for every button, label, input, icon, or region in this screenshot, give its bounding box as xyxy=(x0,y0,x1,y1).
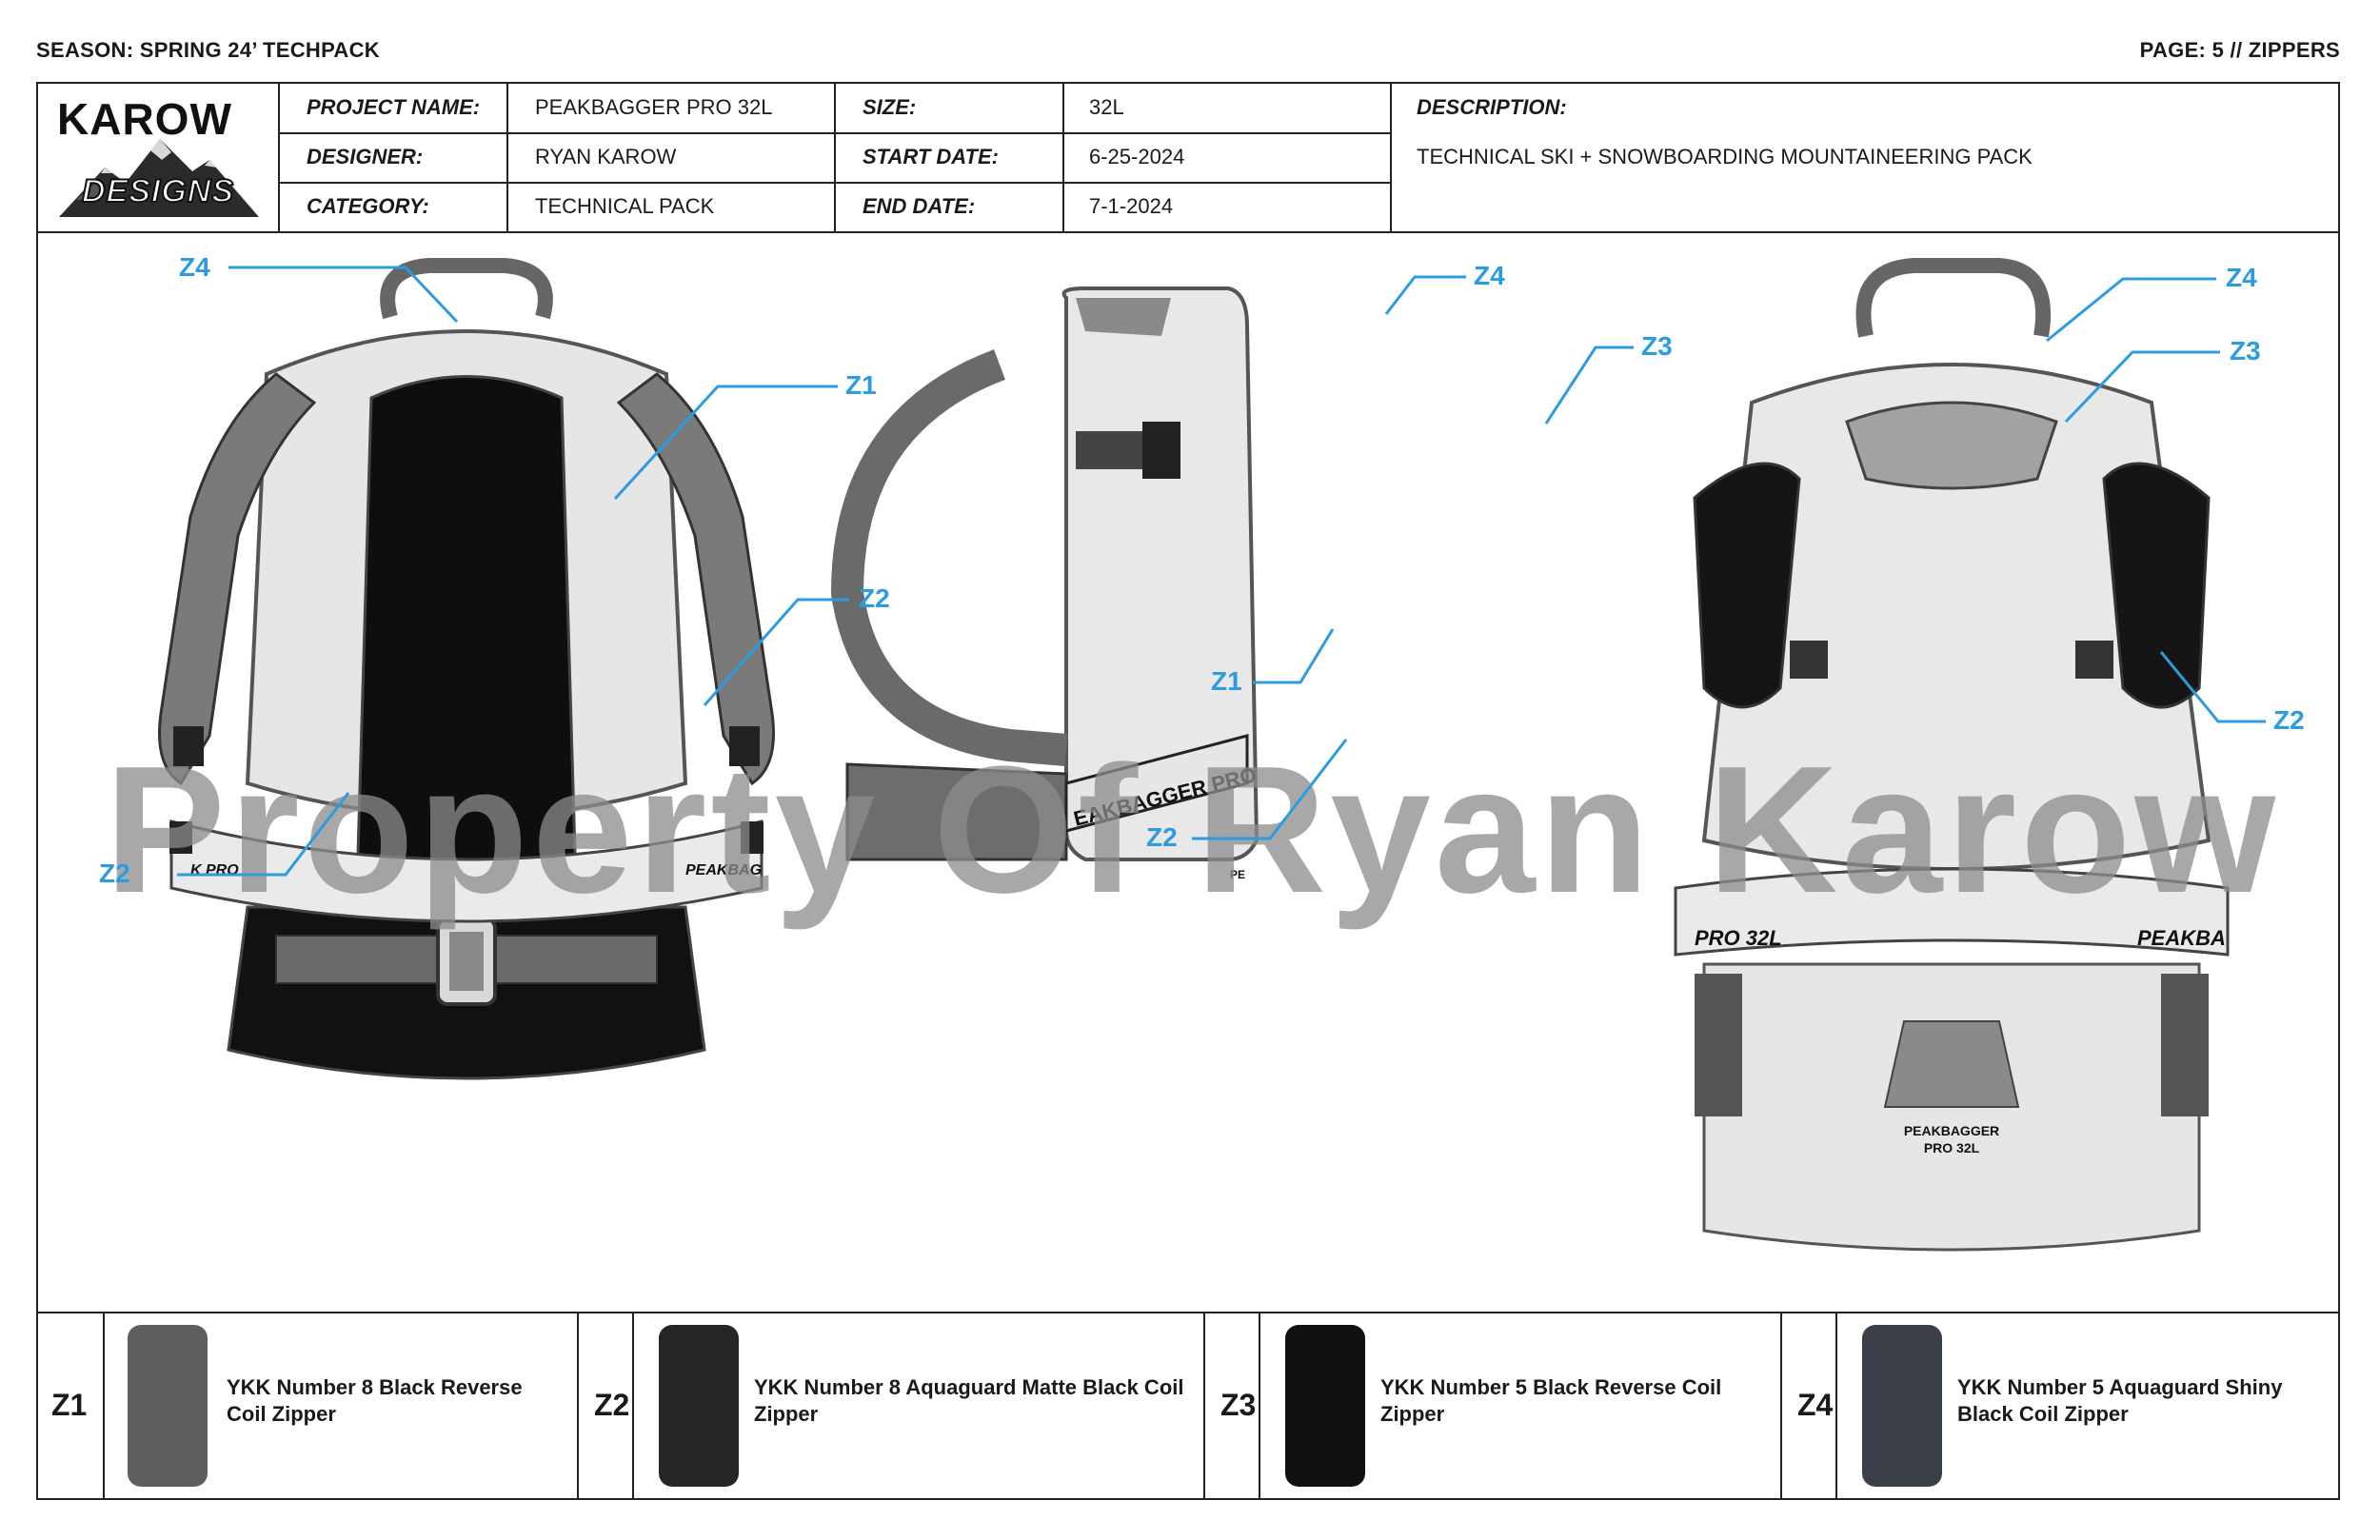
callout-lines xyxy=(177,266,2266,877)
project-name-label: PROJECT NAME: xyxy=(307,95,481,119)
legend-desc-z1: YKK Number 8 Black Reverse Coil Zipper xyxy=(227,1375,523,1426)
description-label: DESCRIPTION: xyxy=(1417,95,1567,119)
side-small-text: PE xyxy=(1230,868,1245,881)
back-left-band-text: PRO 32L xyxy=(1695,926,1782,950)
zipper-swatch-z2 xyxy=(659,1325,739,1487)
back-tag-line1: PEAKBAGGER xyxy=(1904,1123,1999,1138)
zipper-legend: Z1 YKK Number 8 Black Reverse Coil Zippe… xyxy=(38,1312,2338,1500)
zipper-swatch-z3 xyxy=(1285,1325,1365,1487)
legend-desc-z3: YKK Number 5 Black Reverse Coil Zipper xyxy=(1380,1375,1722,1426)
pack-drawings: K PRO PEAKBAG EAKBAGGER PRO PE xyxy=(38,231,2338,1312)
mountain-logo-icon xyxy=(59,139,259,217)
callout-z1-side: Z1 xyxy=(1211,666,1242,696)
size-label: SIZE: xyxy=(863,95,917,119)
callout-z1-front: Z1 xyxy=(845,370,877,400)
end-date-value: 7-1-2024 xyxy=(1089,194,1174,218)
back-right-band-text: PEAKBA xyxy=(2137,926,2226,950)
legend-code-z3: Z3 xyxy=(1220,1388,1257,1422)
category-value: TECHNICAL PACK xyxy=(535,194,715,218)
zipper-swatch-z4 xyxy=(1862,1325,1942,1487)
pack-back-view: PRO 32L PEAKBA PEAKBAGGER PRO 32L xyxy=(1674,258,2230,1252)
season-label: SEASON: SPRING 24’ TECHPACK xyxy=(36,38,380,62)
legend-code-z4: Z4 xyxy=(1797,1388,1834,1422)
callout-z4-back: Z4 xyxy=(2226,263,2257,292)
brand-logo: KAROW DESIGNS xyxy=(38,84,280,231)
logo-bottom-text: DESIGNS xyxy=(81,172,235,210)
techpack-frame: KAROW DESIGNS PROJECT NAME: PEAKBAGGER P… xyxy=(36,82,2340,1500)
callout-z3-back: Z3 xyxy=(2230,336,2261,365)
category-label: CATEGORY: xyxy=(307,194,429,218)
callout-z2-side: Z2 xyxy=(1146,822,1178,852)
legend-desc-z2: YKK Number 8 Aquaguard Matte Black Coil … xyxy=(754,1375,1184,1426)
callout-z2-front-left: Z2 xyxy=(99,859,130,888)
pack-side-view: EAKBAGGER PRO PE xyxy=(830,286,1259,881)
description-value: TECHNICAL SKI + SNOWBOARDING MOUNTAINEER… xyxy=(1417,145,2033,168)
legend-code-z1: Z1 xyxy=(51,1388,88,1422)
project-name-value: PEAKBAGGER PRO 32L xyxy=(535,95,773,119)
callout-z3-side: Z3 xyxy=(1641,331,1673,361)
pack-front-view: K PRO PEAKBAG xyxy=(158,258,775,1080)
spec-header: KAROW DESIGNS PROJECT NAME: PEAKBAGGER P… xyxy=(38,84,2338,233)
start-date-value: 6-25-2024 xyxy=(1089,145,1185,168)
callout-z2-front-right: Z2 xyxy=(859,583,890,613)
callout-z4-front: Z4 xyxy=(179,252,210,282)
size-value: 32L xyxy=(1089,95,1124,119)
start-date-label: START DATE: xyxy=(863,145,999,168)
callout-z4-side: Z4 xyxy=(1474,261,1505,290)
designer-value: RYAN KAROW xyxy=(535,145,677,168)
callout-z2-back: Z2 xyxy=(2273,705,2305,735)
logo-top-text: KAROW xyxy=(57,94,232,144)
legend-code-z2: Z2 xyxy=(594,1388,630,1422)
end-date-label: END DATE: xyxy=(863,194,976,218)
zipper-swatch-z1 xyxy=(128,1325,208,1487)
back-tag-line2: PRO 32L xyxy=(1924,1140,1980,1155)
legend-desc-z4: YKK Number 5 Aquaguard Shiny Black Coil … xyxy=(1957,1375,2283,1426)
property-watermark: Property Of Ryan Karow xyxy=(105,729,2280,931)
page-label: PAGE: 5 // ZIPPERS xyxy=(2139,38,2340,62)
designer-label: DESIGNER: xyxy=(307,145,424,168)
front-right-band-text: PEAKBAG xyxy=(685,862,762,879)
